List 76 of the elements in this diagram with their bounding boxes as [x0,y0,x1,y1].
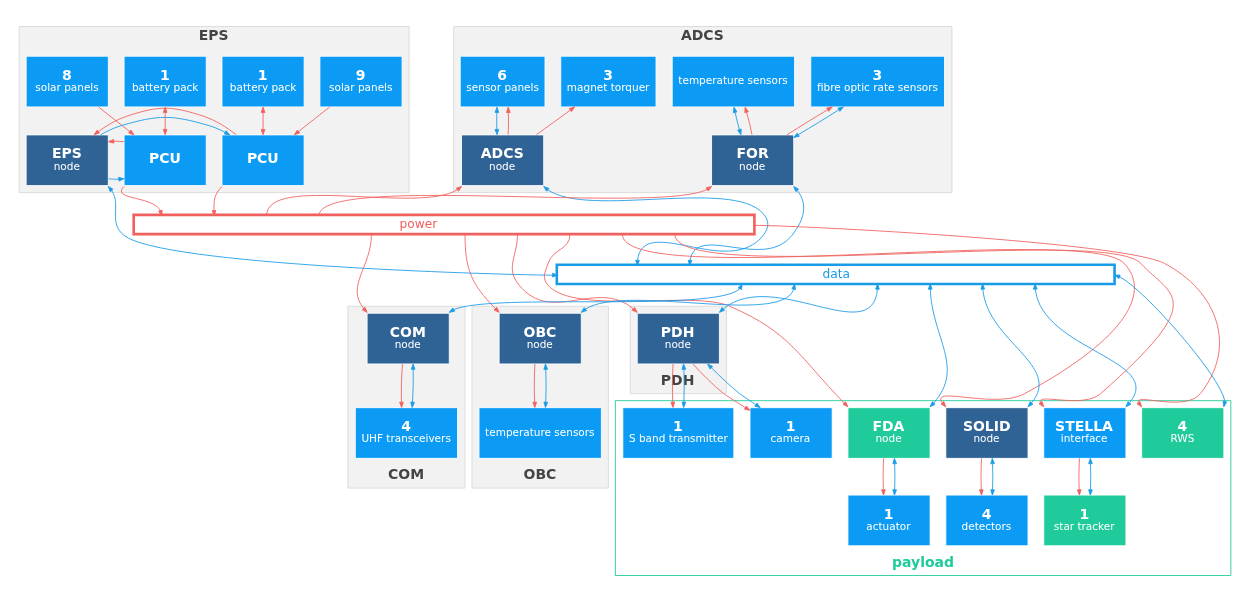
node-box: 1 camera [749,407,833,459]
arrow [753,224,1220,408]
node-box: 3 fibre optic rate sensors [810,55,945,108]
arrow [260,106,266,136]
arrow [543,363,549,408]
node-box: COM node [366,312,450,365]
arrow [318,186,712,217]
arrow [506,106,511,136]
arrow [266,186,462,217]
arrow [399,363,404,408]
node-box: 3 magnet torquer [560,55,657,108]
arrow [979,458,984,496]
node-box: 1 battery pack [123,55,207,108]
node-box: PCU [221,134,305,187]
arrow [674,233,1174,408]
arrow [108,176,125,182]
arrow [511,233,638,313]
node-box: ADCS node [461,134,545,187]
node-box: 1 S band transmitter [622,407,735,459]
node-box: PDH node [636,312,720,365]
arrow [786,106,833,136]
node-box: temperature sensors [478,407,602,459]
arrow [692,363,751,411]
arrow [162,106,168,136]
arrow [1088,458,1093,496]
node-box: 8 solar panels [25,55,109,108]
arrow [532,363,537,408]
arrow [1114,274,1228,408]
arrow [98,106,135,136]
node-box: data [555,263,1116,286]
arrow [535,106,576,136]
arrow [108,139,125,144]
arrow [1076,458,1082,496]
node-box: 6 sensor panels [459,55,546,108]
arrow [121,186,163,217]
node-box: OBC node [498,312,582,365]
arrow [464,233,500,313]
arrow [356,233,372,313]
arrow [980,283,1040,408]
arrow [707,363,761,408]
node-box: temperature sensors [671,55,796,108]
arrow [543,186,769,267]
arrow [93,107,237,136]
arrow [732,106,742,136]
arrow [494,106,500,136]
arrow [580,283,796,313]
arrow [881,458,886,496]
node-box: 4 RWS [1141,407,1225,459]
arrow [927,283,948,408]
arrow [448,283,743,313]
arrow [621,233,1135,408]
node-box: 9 solar panels [319,55,403,108]
arrow [892,458,897,496]
arrow [211,186,223,217]
arrow [687,186,805,267]
arrow [719,283,880,313]
node-box: 4 detectors [945,494,1029,547]
node-box: 1 battery pack [221,55,305,108]
arrow [410,363,416,408]
node-box: FOR node [711,134,795,187]
arrow [744,106,753,136]
node-box: 1 actuator [847,494,931,547]
arrow [793,106,844,138]
node-box: SOLID node [945,407,1029,459]
node-box: EPS node [25,134,109,187]
node-box: PCU [123,134,207,187]
node-box: power [132,213,756,236]
node-box: FDA node [847,407,931,459]
arrow [100,116,231,136]
arrow [1033,283,1136,408]
node-box: 4 UHF transceivers [354,407,458,459]
arrow [293,106,331,136]
arrow [107,186,559,278]
node-box: 1 star tracker [1043,494,1127,547]
node-box: STELLA interface [1043,407,1127,459]
arrow [990,458,995,496]
